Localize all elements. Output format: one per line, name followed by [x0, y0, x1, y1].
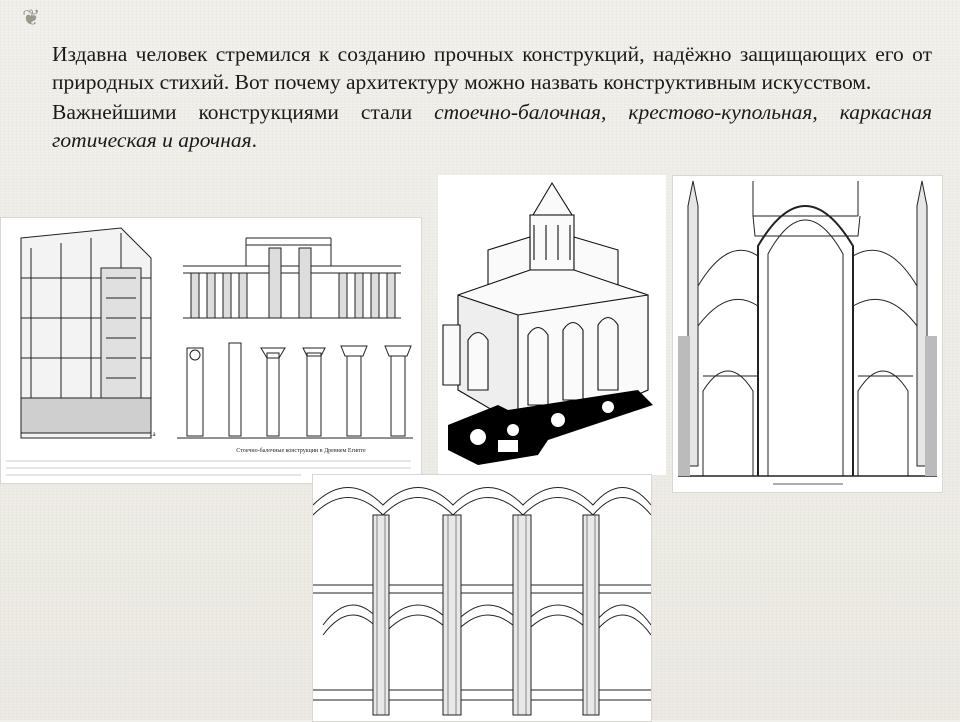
- gothic-drawing: [678, 180, 937, 485]
- gothic-frame-illustration: [672, 175, 943, 493]
- slide-text: Издавна человек стремился к созданию про…: [52, 40, 932, 154]
- paragraph-2-end: .: [251, 128, 257, 152]
- spiral-bullet-icon: ❦: [22, 6, 41, 31]
- paragraph-2-emphasis: стоечно-балочная, крестово-купольная, ка…: [52, 100, 932, 152]
- paragraph-2-lead: Важнейшими конструкциями стали: [52, 100, 435, 124]
- paragraph-1: Издавна человек стремился к созданию про…: [52, 42, 932, 94]
- egyptian-post-beam-illustration: Стоечно-балочные конструкции в Древнем Е…: [0, 217, 422, 484]
- cross-domed-church-illustration: [438, 175, 666, 475]
- arcade-drawing: [313, 487, 651, 716]
- egyptian-drawing: Стоечно-балочные конструкции в Древнем Е…: [6, 227, 413, 476]
- egyptian-caption: Стоечно-балочные конструкции в Древнем Е…: [236, 447, 366, 454]
- paragraph-2: Важнейшими конструкциями стали стоечно-б…: [52, 98, 932, 154]
- arcade-arch-illustration: [312, 474, 652, 722]
- church-drawing: [442, 181, 653, 465]
- egyptian-label: 1а: [149, 430, 157, 438]
